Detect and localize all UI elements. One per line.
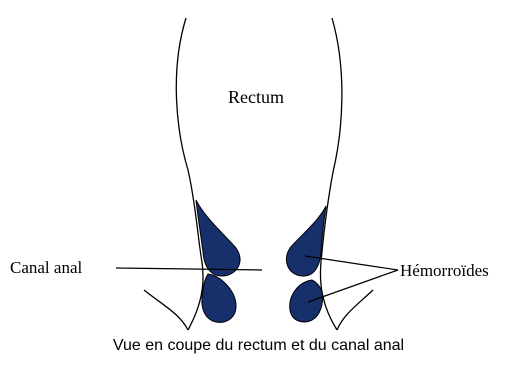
right-rectum-wall <box>320 18 341 330</box>
right-outer-fold <box>337 290 373 330</box>
rectum-label: Rectum <box>228 88 284 106</box>
canal-anal-label: Canal anal <box>10 259 82 276</box>
canal-anal-leader-line <box>116 268 262 270</box>
right-lower-hemorrhoid <box>290 280 323 322</box>
left-outer-fold <box>144 290 188 330</box>
left-lower-hemorrhoid <box>202 274 236 322</box>
right-upper-hemorrhoid <box>286 206 326 276</box>
figure-caption: Vue en coupe du rectum et du canal anal <box>0 338 517 354</box>
left-rectum-wall <box>176 18 203 330</box>
hemorroides-label: Hémorroïdes <box>400 262 489 279</box>
